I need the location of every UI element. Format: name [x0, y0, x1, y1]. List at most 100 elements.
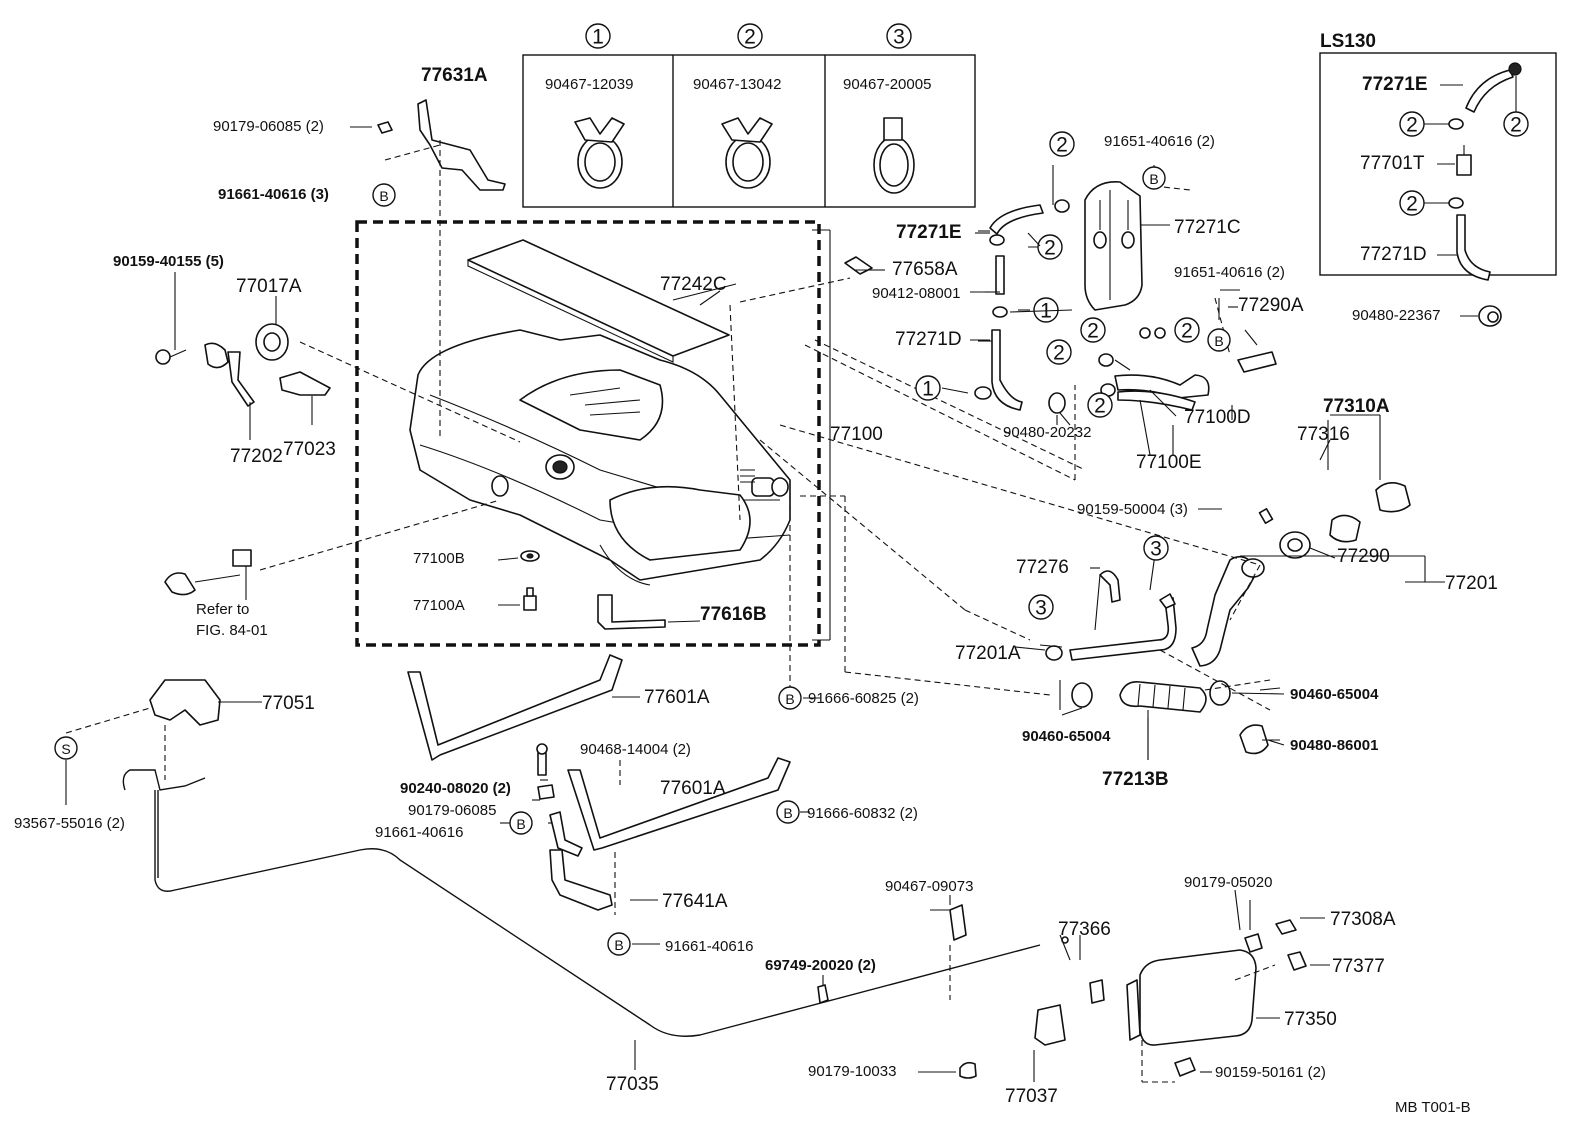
- leader-lines: [65, 126, 1445, 1083]
- label-90460-65004-a: 90460-65004: [1022, 728, 1111, 745]
- label-90468-14004-2: 90468-14004 (2): [580, 741, 691, 758]
- opener-cable-77035: [154, 790, 1041, 1037]
- label-footer: MB T001-B: [1395, 1099, 1471, 1116]
- marker-B: B: [783, 805, 792, 821]
- marker-3: 3: [1150, 538, 1162, 561]
- label-leaders: [699, 224, 1336, 961]
- label-refer-to: Refer to: [196, 601, 249, 618]
- label-77035: 77035: [606, 1074, 659, 1095]
- marker-B: B: [1149, 171, 1158, 187]
- label-90179-10033: 90179-10033: [808, 1063, 896, 1080]
- connector-refer: [164, 549, 252, 596]
- marker-3: 3: [1035, 597, 1047, 620]
- marker-2: 2: [1094, 395, 1106, 418]
- label-77310A: 77310A: [1323, 396, 1390, 417]
- marker-B: B: [785, 691, 794, 707]
- label-77616B: 77616B: [700, 604, 767, 625]
- fuel-tank: [409, 329, 791, 586]
- cable-loop: [122, 769, 206, 791]
- label-77276: 77276: [1016, 557, 1069, 578]
- charcoal-canister-77271C: [1084, 181, 1143, 311]
- clamp-key-1: 1: [592, 26, 604, 49]
- label-77100A: 77100A: [413, 597, 465, 614]
- pad-77658A: [844, 256, 873, 275]
- ls130-part-90480-22367: 90480-22367: [1352, 307, 1440, 324]
- label-77601A-2: 77601A: [660, 778, 726, 799]
- label-77202: 77202: [230, 446, 283, 467]
- label-91651-40616-2-a: 91651-40616 (2): [1104, 133, 1215, 150]
- marker-1: 1: [922, 378, 934, 401]
- label-90240-08020-2: 90240-08020 (2): [400, 780, 511, 797]
- clamp-reference-box: 1 2 3 90467-12039 90467-13042 90467-2000…: [522, 23, 976, 208]
- label-77316: 77316: [1297, 424, 1350, 445]
- label-77290: 77290: [1337, 546, 1390, 567]
- marker-2: 2: [1053, 342, 1065, 365]
- label-93567-55016-2: 93567-55016 (2): [14, 815, 125, 832]
- label-77271E: 77271E: [896, 222, 962, 243]
- ls130-part-77271D: 77271D: [1360, 244, 1427, 265]
- label-77017A: 77017A: [236, 276, 302, 297]
- label-77658A: 77658A: [892, 259, 958, 280]
- clamp-part-1: 90467-12039: [545, 76, 633, 93]
- breather-hose-77201A: [1045, 570, 1177, 661]
- marker-S: S: [61, 741, 70, 757]
- label-77201: 77201: [1445, 573, 1498, 594]
- label-77631A: 77631A: [421, 65, 488, 86]
- label-77213B: 77213B: [1102, 769, 1169, 790]
- marker-B: B: [614, 937, 623, 953]
- label-77308A: 77308A: [1330, 909, 1396, 930]
- label-90179-06085: 90179-06085: [408, 802, 496, 819]
- filler-neck-77201: [1191, 482, 1411, 667]
- ls130-box: LS130 77271E 2 2 77701T 2 77271D 90480-2…: [1319, 31, 1557, 327]
- label-77100D: 77100D: [1184, 407, 1251, 428]
- label-77023: 77023: [283, 439, 336, 460]
- label-91661-40616-b: 91661-40616: [665, 938, 753, 955]
- label-77290A: 77290A: [1238, 295, 1304, 316]
- label-91651-40616-2-b: 91651-40616 (2): [1174, 264, 1285, 281]
- label-77100B: 77100B: [413, 550, 465, 567]
- label-90480-86001: 90480-86001: [1290, 737, 1378, 754]
- bracket-77051: [149, 679, 221, 726]
- label-90159-40155-5: 90159-40155 (5): [113, 253, 224, 270]
- label-fig-ref: FIG. 84-01: [196, 622, 268, 639]
- bracket-77631A: [377, 99, 506, 191]
- label-91666-60825-2: 91666-60825 (2): [808, 690, 919, 707]
- part-labels: 77631A 90179-06085 (2) 91661-40616 (3) 9…: [14, 65, 1498, 1116]
- label-90159-50004-3: 90159-50004 (3): [1077, 501, 1188, 518]
- clamp-3-drawing: [873, 117, 915, 194]
- label-69749-20020-2: 69749-20020 (2): [765, 957, 876, 974]
- label-77641A: 77641A: [662, 891, 728, 912]
- label-77037: 77037: [1005, 1086, 1058, 1107]
- label-77377: 77377: [1332, 956, 1385, 977]
- clamp-2-drawing: [721, 117, 773, 189]
- protector-77641A: [549, 849, 613, 911]
- marker-B: B: [1214, 333, 1223, 349]
- marker-2: 2: [1181, 320, 1193, 343]
- fuel-lid-77350: [817, 904, 1307, 1079]
- label-90480-20232: 90480-20232: [1003, 424, 1091, 441]
- ls130-clamp-2-b: 2: [1406, 114, 1418, 137]
- filler-hose-77213B: [1071, 680, 1269, 755]
- reference-markers: B S B B B B B B 2 2 1 2 2 2 2 1 3 3: [54, 131, 1231, 956]
- tank-band-77601A-2: [567, 757, 791, 851]
- label-77366: 77366: [1058, 919, 1111, 940]
- ls130-part-77271E: 77271E: [1362, 74, 1428, 95]
- marker-2: 2: [1087, 320, 1099, 343]
- marker-B: B: [379, 188, 388, 204]
- ls130-clamp-2-c: 2: [1406, 193, 1418, 216]
- label-91661-40616-3: 91661-40616 (3): [218, 186, 329, 203]
- label-77271C: 77271C: [1174, 217, 1241, 238]
- ls130-clamp-2-a: 2: [1510, 114, 1522, 137]
- label-77350: 77350: [1284, 1009, 1337, 1030]
- clamp-key-2: 2: [744, 26, 756, 49]
- ls130-title: LS130: [1320, 31, 1376, 52]
- marker-2: 2: [1056, 134, 1068, 157]
- label-77100E: 77100E: [1136, 452, 1202, 473]
- label-90159-50161-2: 90159-50161 (2): [1215, 1064, 1326, 1081]
- tank-assembly-box: [355, 220, 821, 647]
- label-77051: 77051: [262, 693, 315, 714]
- sender-gauge-assembly: [155, 323, 331, 407]
- clamp-part-2: 90467-13042: [693, 76, 781, 93]
- label-91666-60832-2: 91666-60832 (2): [807, 805, 918, 822]
